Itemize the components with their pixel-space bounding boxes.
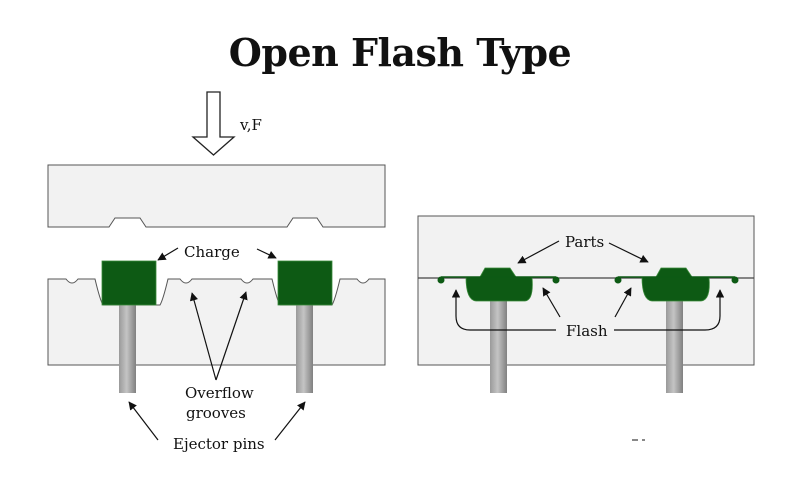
ejector-pin-left-1 — [119, 305, 136, 393]
flash-label: Flash — [566, 322, 608, 340]
flash-bead-4 — [731, 276, 739, 284]
overflow-label-line1: Overflow — [185, 384, 254, 402]
artifact-mark — [632, 439, 638, 441]
charge-1 — [101, 260, 157, 306]
upper-mold-left — [47, 164, 386, 228]
ejector-arrow-1 — [128, 401, 159, 441]
ejector-arrow-2 — [274, 401, 306, 441]
artifact-mark — [642, 439, 645, 441]
flash-bead-2 — [552, 276, 560, 284]
force-arrow-icon — [191, 91, 236, 156]
ejector-pins-label: Ejector pins — [173, 435, 265, 453]
parts-arrow-2 — [608, 242, 649, 263]
charge-arrow-1 — [157, 247, 179, 261]
parts-label: Parts — [565, 233, 604, 251]
overflow-arrow-1 — [189, 292, 217, 381]
ejector-pin-right-2 — [666, 300, 683, 393]
ejector-pin-right-1 — [490, 300, 507, 393]
overflow-label-line2: grooves — [186, 404, 246, 422]
lower-mold-left — [47, 278, 386, 366]
force-label: v,F — [239, 116, 262, 134]
flash-arrow-3 — [614, 287, 632, 318]
ejector-pin-left-2 — [296, 305, 313, 393]
flash-arrow-2 — [542, 287, 561, 318]
flash-arrow-4 — [614, 289, 725, 331]
charge-label: Charge — [184, 243, 240, 261]
charge-2 — [277, 260, 333, 306]
diagram-title: Open Flash Type — [228, 30, 572, 75]
flash-bead-3 — [614, 276, 622, 284]
flash-arrow-1 — [451, 289, 556, 331]
flash-bead-1 — [437, 276, 445, 284]
charge-arrow-2 — [256, 248, 277, 259]
parts-arrow-1 — [517, 240, 560, 264]
overflow-arrow-2 — [215, 291, 248, 381]
